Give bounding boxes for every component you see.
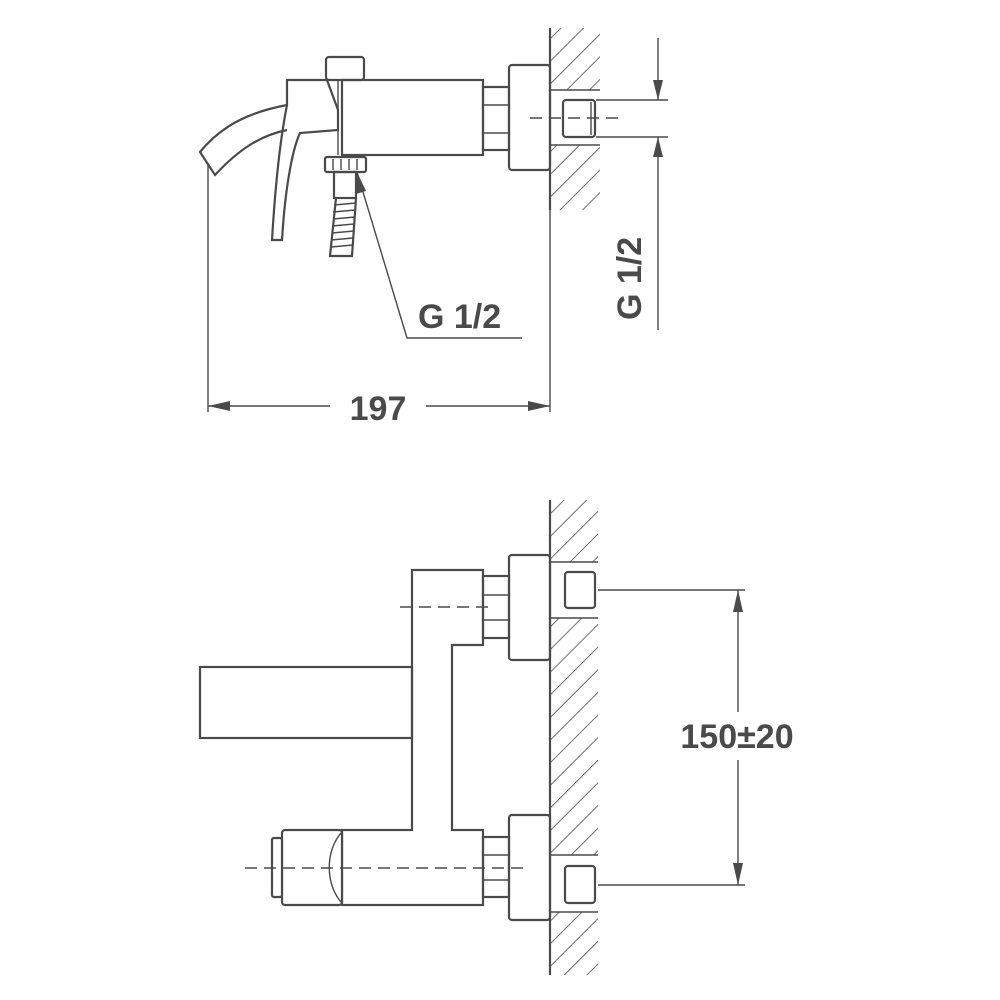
inlet-thread-label: G 1/2 [611,237,649,320]
hose [328,197,358,258]
inlet-thread-dimension: G 1/2 [596,38,668,330]
outlet-thread-label: G 1/2 [418,298,501,336]
lower-body [270,828,485,907]
top-view: G 1/2 G 1/2 197 [198,28,668,428]
wall-flange [507,63,552,172]
lever-handle [270,78,340,242]
spout-front [198,665,414,740]
spacing-dimension: 150±20 [598,589,794,886]
front-view: 150±20 [198,500,794,975]
hose-nut [323,155,368,200]
length-label: 197 [350,390,407,428]
spacing-label: 150±20 [680,718,793,756]
length-dimension: 197 [207,165,551,428]
wall-section-top [548,28,600,210]
lower-neck [481,835,511,899]
vertical-body [410,568,485,830]
thread-insert-lower [563,864,597,905]
diverter-cap [324,55,366,82]
mixer-body [340,78,485,157]
wall-section-front [548,500,598,975]
spout [198,103,288,177]
thread-insert-upper [563,570,597,610]
outlet-thread-leader: G 1/2 [356,171,522,339]
connector-neck [481,85,511,152]
upper-flange [507,553,552,662]
